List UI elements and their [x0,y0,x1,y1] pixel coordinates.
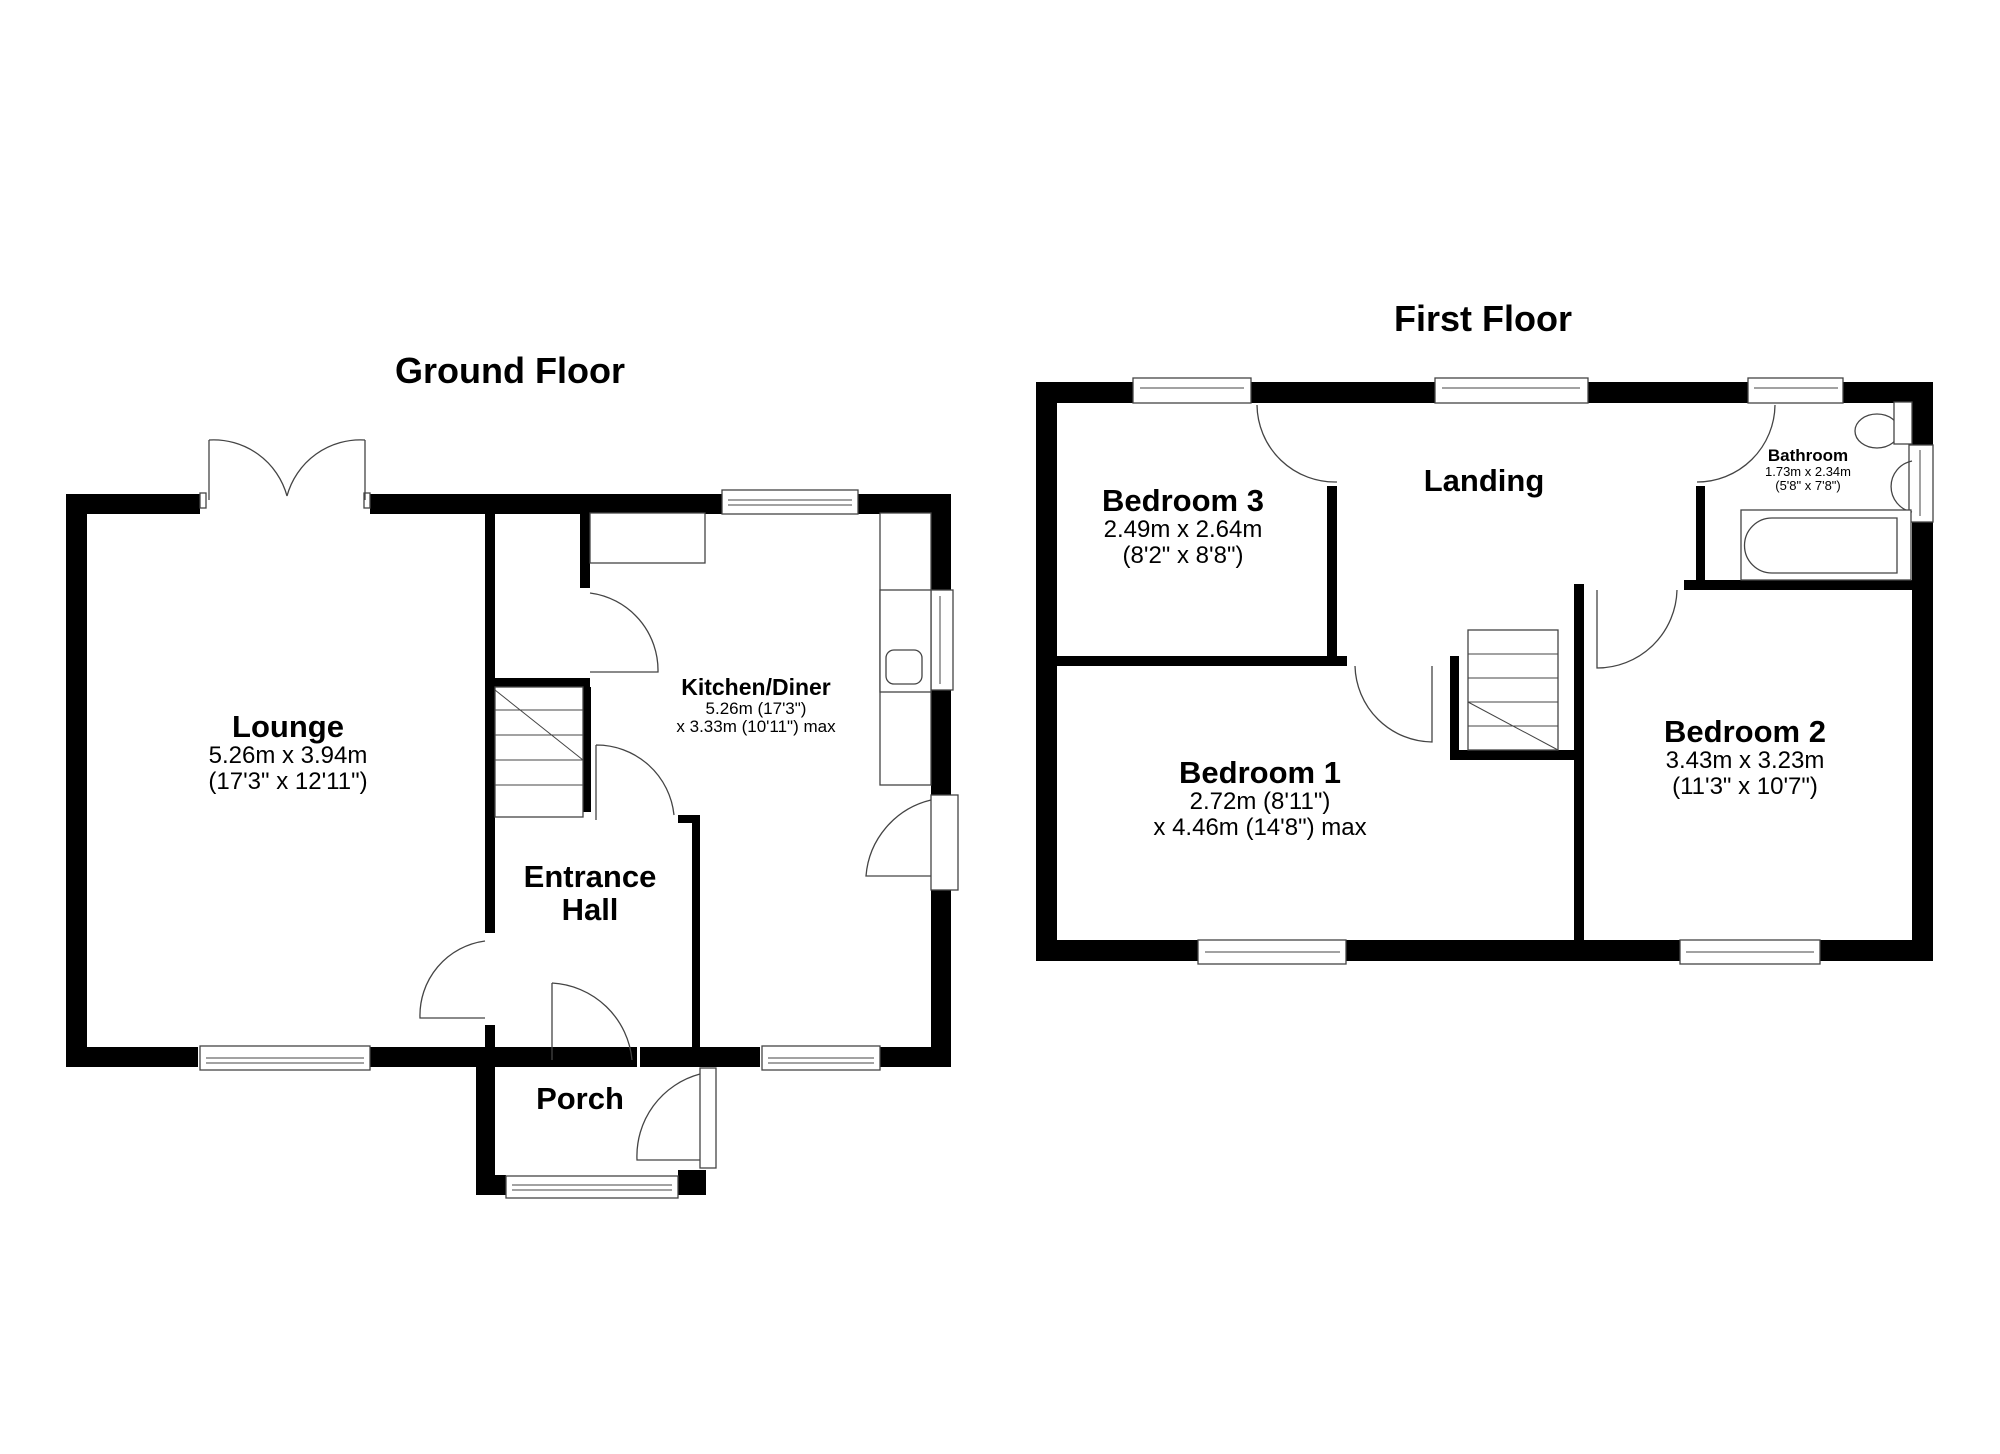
room-dimensions: 3.43m x 3.23m [1665,747,1825,775]
room-lounge: Lounge 5.26m x 3.94m (17'3" x 12'11") [208,710,367,795]
lounge-hall-partition [485,513,495,933]
window [1434,377,1589,404]
room-dimensions: 2.72m (8'11") [1189,788,1331,816]
bedroom3-door [1256,404,1338,483]
window [1197,939,1347,965]
room-name: Bathroom [1767,446,1849,465]
room-dimensions-imperial: (8'2" x 8'8") [1122,542,1244,570]
window [1679,939,1821,965]
top-wall [370,494,951,514]
room-dimensions-imperial: x 4.46m (14'8") max [1153,814,1367,842]
window [721,489,859,515]
room-porch: Porch [536,1081,624,1116]
ff-left-wall [1036,382,1057,961]
toilet-icon [1854,413,1900,449]
porch-door [636,1073,701,1161]
room-dimensions: 1.73m x 2.34m [1765,464,1851,480]
lounge-top-wall-left [66,494,200,514]
window [1132,377,1252,404]
first-floor-title: First Floor [1394,298,1572,339]
kitchen-side-door [865,799,932,877]
room-name: Entrance [523,859,657,894]
window [505,1175,679,1199]
room-dimensions-imperial: x 3.33m (10'11") max [676,717,836,737]
room-name: Lounge [232,709,344,744]
staircase [1467,629,1559,751]
room-entrance-hall: Entrance Hall [524,860,657,927]
bath-icon [1743,517,1898,574]
bathroom-door [1696,404,1776,483]
room-dimensions-imperial: (5'8" x 7'8") [1775,478,1841,494]
bedroom1-door [1354,665,1433,743]
room-dimensions: 2.49m x 2.64m [1103,516,1263,544]
room-name: Landing [1423,463,1545,498]
bedroom2-door [1596,589,1678,669]
room-bedroom-1: Bedroom 1 2.72m (8'11") x 4.46m (14'8") … [1153,756,1366,841]
basin-icon [1890,460,1913,513]
room-bedroom-2: Bedroom 2 3.43m x 3.23m (11'3" x 10'7") [1664,715,1826,800]
room-name: Kitchen/Diner [681,674,831,700]
window [1908,444,1934,523]
room-name: Porch [536,1081,624,1116]
room-name: Bedroom 3 [1102,483,1264,518]
room-dimensions-imperial: (17'3" x 12'11") [208,768,368,796]
ff-right-wall [1912,382,1933,961]
window [928,589,954,691]
room-bedroom-3: Bedroom 3 2.49m x 2.64m (8'2" x 8'8") [1102,484,1264,569]
staircase [494,686,584,818]
ground-floor-plan [66,439,959,1199]
room-landing: Landing [1423,463,1545,498]
room-name-line2: Hall [561,892,619,928]
lounge-bottom-wall-right [370,1047,637,1067]
sink-icon [885,649,923,685]
french-doors [208,439,366,500]
window [761,1045,881,1071]
room-dimensions: 5.26m (17'3") [705,698,807,718]
first-floor-plan [1036,377,1934,965]
room-bathroom: Bathroom 1.73m x 2.34m (5'8" x 7'8") [1765,446,1851,494]
room-kitchen-diner: Kitchen/Diner 5.26m (17'3") x 3.33m (10'… [676,675,835,737]
window [1747,377,1844,404]
room-dimensions-imperial: (11'3" x 10'7") [1672,773,1818,801]
room-name: Bedroom 1 [1179,755,1341,790]
front-door [551,982,633,1061]
lounge-door [419,940,486,1019]
room-dimensions: 5.26m x 3.94m [208,742,368,770]
lounge-bottom-wall-left [66,1047,198,1067]
ground-floor-title: Ground Floor [395,350,625,391]
lounge-left-wall [66,494,87,1067]
window [199,1045,371,1071]
room-name: Bedroom 2 [1664,714,1826,749]
